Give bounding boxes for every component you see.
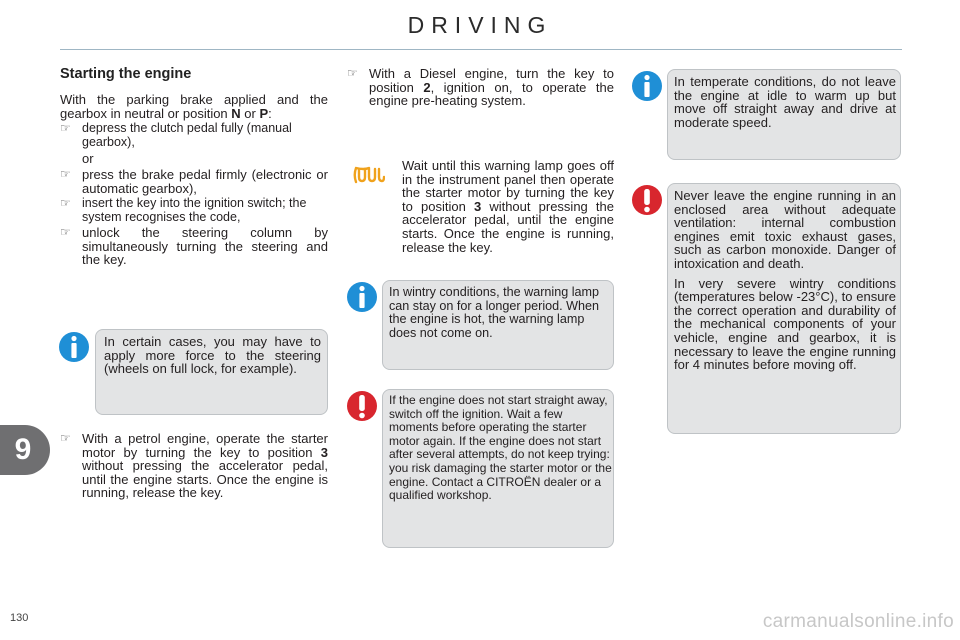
bullet-text: press the brake pedal firmly (electronic… (82, 167, 328, 196)
info-note-winter: In wintry conditions, the warning lamp c… (382, 280, 614, 370)
position-3: 3 (473, 198, 482, 214)
position-p: P (259, 105, 269, 121)
bullet-text: depress the clutch pedal fully (manual g… (82, 121, 292, 149)
chapter-tab: 9 (0, 425, 50, 475)
pointing-hand-icon: ☞ (347, 66, 358, 80)
watermark-text: carmanualsonline.info (762, 611, 954, 632)
note-text: In wintry conditions, the warning lamp c… (389, 285, 600, 340)
note-text: In temperate conditions, do not leave th… (674, 74, 896, 130)
bullet-text: unlock the steering column by simultaneo… (82, 225, 328, 268)
position-2: 2 (423, 79, 431, 95)
petrol-text-end: without pressing the accelerator pedal, … (82, 458, 328, 501)
pointing-hand-icon: ☞ (60, 121, 71, 135)
list-item-key: ☞ insert the key into the ignition switc… (60, 196, 328, 224)
warning-note-no-start: If the engine does not start straight aw… (382, 389, 614, 548)
page-number: 130 (10, 612, 29, 624)
list-item-diesel: ☞ With a Diesel engine, turn the key to … (347, 66, 614, 109)
info-note-temperate: In temperate conditions, do not leave th… (667, 69, 901, 160)
diesel-text: With a Diesel engine, turn the key to po… (369, 66, 614, 95)
pointing-hand-icon: ☞ (60, 225, 71, 239)
warning-paragraph: Never leave the engine running in an enc… (674, 188, 896, 271)
glow-plug-icon (353, 166, 385, 184)
diesel-text-end: , ignition on, to operate the engine pre… (369, 79, 614, 109)
intro-paragraph: With the parking brake applied and the g… (60, 93, 328, 120)
wait-text-end: without pressing the accelerator pedal, … (402, 198, 614, 255)
note-text: If the engine does not start straight aw… (389, 393, 612, 503)
note-text: In certain cases, you may have to apply … (104, 334, 321, 377)
petrol-text: With a petrol engine, operate the starte… (82, 431, 328, 460)
list-item-steering: ☞ unlock the steering column by simultan… (60, 225, 328, 268)
or-text: or (82, 151, 94, 166)
wait-text: Wait until this warning lamp goes off in… (402, 158, 614, 214)
info-note-steering: In certain cases, you may have to apply … (95, 329, 328, 415)
header-divider (60, 49, 902, 50)
bullet-text: insert the key into the ignition switch;… (82, 196, 307, 224)
info-icon (347, 282, 377, 312)
exclamation-icon (632, 185, 662, 215)
intro-or: or (240, 105, 260, 121)
section-title: Starting the engine (60, 66, 192, 82)
info-icon (59, 332, 89, 362)
position-3: 3 (320, 444, 328, 460)
pointing-hand-icon: ☞ (60, 431, 71, 445)
page-title: DRIVING (407, 12, 553, 38)
note-text: Never leave the engine running in an enc… (674, 189, 896, 372)
pointing-hand-icon: ☞ (60, 196, 71, 210)
info-icon (632, 71, 662, 101)
warning-paragraph: In very severe wintry conditions (temper… (674, 275, 896, 373)
pointing-hand-icon: ☞ (60, 167, 71, 181)
list-item-brake: ☞ press the brake pedal firmly (electron… (60, 167, 328, 196)
position-n: N (231, 105, 241, 121)
list-item-petrol: ☞ With a petrol engine, operate the star… (60, 431, 328, 501)
warning-note-ventilation: Never leave the engine running in an enc… (667, 183, 901, 434)
wait-paragraph: Wait until this warning lamp goes off in… (402, 159, 614, 254)
exclamation-icon (347, 391, 377, 421)
list-item-clutch: ☞ depress the clutch pedal fully (manual… (60, 121, 328, 149)
intro-text: With the parking brake applied and the g… (60, 92, 328, 121)
intro-colon: : (268, 105, 272, 121)
